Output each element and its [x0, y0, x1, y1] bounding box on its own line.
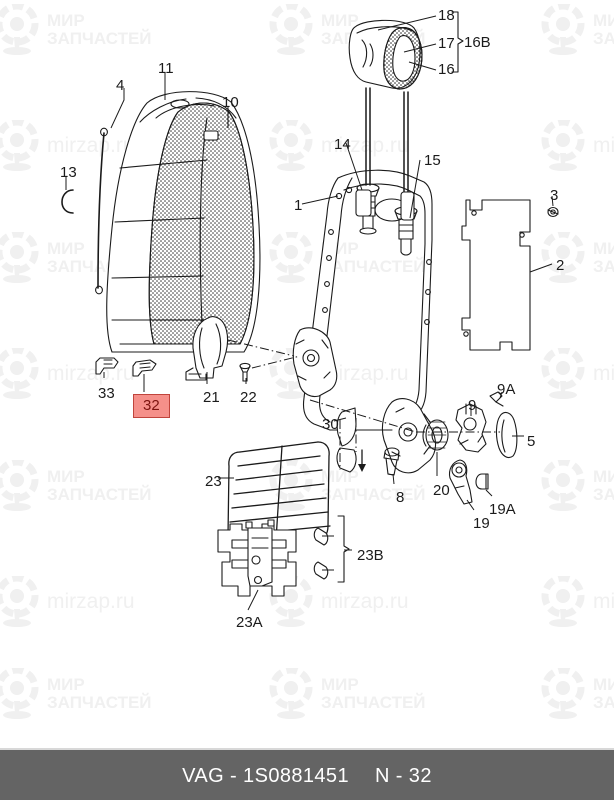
callout-trim-cap: 30 — [322, 416, 339, 433]
adjuster-lever-group — [448, 459, 489, 505]
leader-lines — [65, 15, 554, 611]
callout-mounting-clip[interactable]: 32 — [133, 394, 170, 418]
callout-bracket-clip: 33 — [98, 385, 115, 402]
hex-bolt-group — [383, 447, 400, 476]
callout-hex-bolt: 8 — [396, 489, 405, 506]
callout-screw: 22 — [240, 389, 257, 406]
callout-backrest-cover: 11 — [158, 60, 174, 77]
callout-seat-cover-wire: 4 — [116, 77, 125, 94]
footer-part-number: VAG - 1S0881451 — [182, 764, 349, 787]
bearing-bush-group — [422, 419, 449, 451]
callout-headrest-guide: 16 — [438, 61, 455, 78]
callout-clip-nut: 3 — [550, 187, 559, 204]
callout-guide-sleeve: 15 — [424, 152, 441, 169]
callout-lumbar-bracket: 23A — [236, 614, 263, 631]
backrest-frame-group — [292, 169, 437, 474]
callout-recliner-mechanism: 9 — [468, 397, 477, 414]
callout-lumbar-support-mat: 23 — [205, 473, 222, 490]
footer-bar: VAG - 1S0881451 N - 32 — [0, 748, 614, 800]
clip-group — [95, 357, 157, 377]
callout-headrest-cover: 18 — [438, 7, 455, 24]
trim-cover-group — [185, 315, 251, 382]
callout-connecting-rod: 5 — [527, 433, 536, 450]
callout-backrest-panel: 2 — [556, 257, 565, 274]
callout-headrest-padding: 17 — [438, 35, 455, 52]
callout-headrest-assembly: 16B — [464, 34, 491, 51]
backrest-panel-group — [461, 199, 559, 351]
trim-cap-group — [336, 407, 366, 473]
callout-backrest-padding: 10 — [222, 94, 239, 111]
headrest-group — [348, 11, 464, 256]
lumbar-support-group — [217, 441, 350, 597]
callout-bearing-bush: 20 — [433, 482, 450, 499]
callout-lumbar-clip-set: 23B — [357, 547, 384, 564]
callout-retaining-clip: 13 — [60, 164, 77, 181]
footer-page-ref: N - 32 — [374, 764, 432, 787]
callout-lever-cap: 19A — [489, 501, 516, 518]
callout-adjuster-lever: 19 — [473, 515, 490, 532]
callout-recliner-pin: 9A — [497, 381, 516, 398]
recliner-group — [455, 391, 518, 459]
backrest-cover-group — [61, 91, 261, 353]
callout-guide-sleeve-locking: 14 — [334, 136, 351, 153]
callout-backrest-frame: 1 — [294, 197, 303, 214]
callout-trim-cover: 21 — [203, 389, 220, 406]
